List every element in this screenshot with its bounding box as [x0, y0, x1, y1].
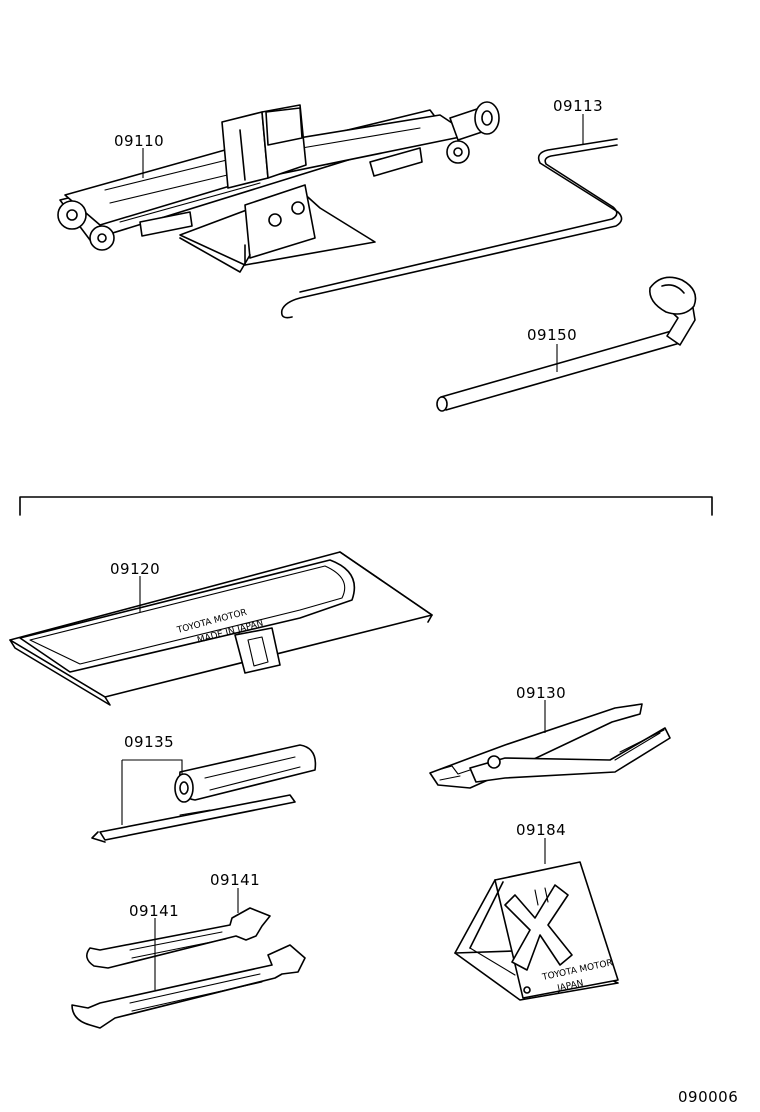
part-label-09141-small: 09141 — [210, 871, 261, 889]
part-label-09113: 09113 — [553, 97, 604, 115]
part-label-09120: 09120 — [110, 560, 161, 578]
group-bracket — [19, 496, 713, 516]
jack-handle — [280, 138, 623, 319]
part-label-09135: 09135 — [124, 733, 175, 751]
screwdriver — [91, 744, 317, 843]
wheel-nut-wrench — [436, 276, 697, 412]
part-label-09110: 09110 — [114, 132, 165, 150]
wheel-chock: TOYOTA MOTOR JAPAN — [454, 861, 619, 1001]
spanner-small — [86, 907, 271, 969]
scissor-jack — [57, 101, 500, 273]
pliers — [429, 703, 671, 789]
part-label-09141-large: 09141 — [129, 902, 180, 920]
tool-bag: TOYOTA MOTOR MADE IN JAPAN — [9, 551, 433, 706]
part-label-09150: 09150 — [527, 326, 578, 344]
figure-code: 090006 — [678, 1088, 739, 1106]
leader-lines — [121, 114, 584, 990]
part-label-09184: 09184 — [516, 821, 567, 839]
spanner-large — [71, 944, 306, 1029]
part-label-09130: 09130 — [516, 684, 567, 702]
